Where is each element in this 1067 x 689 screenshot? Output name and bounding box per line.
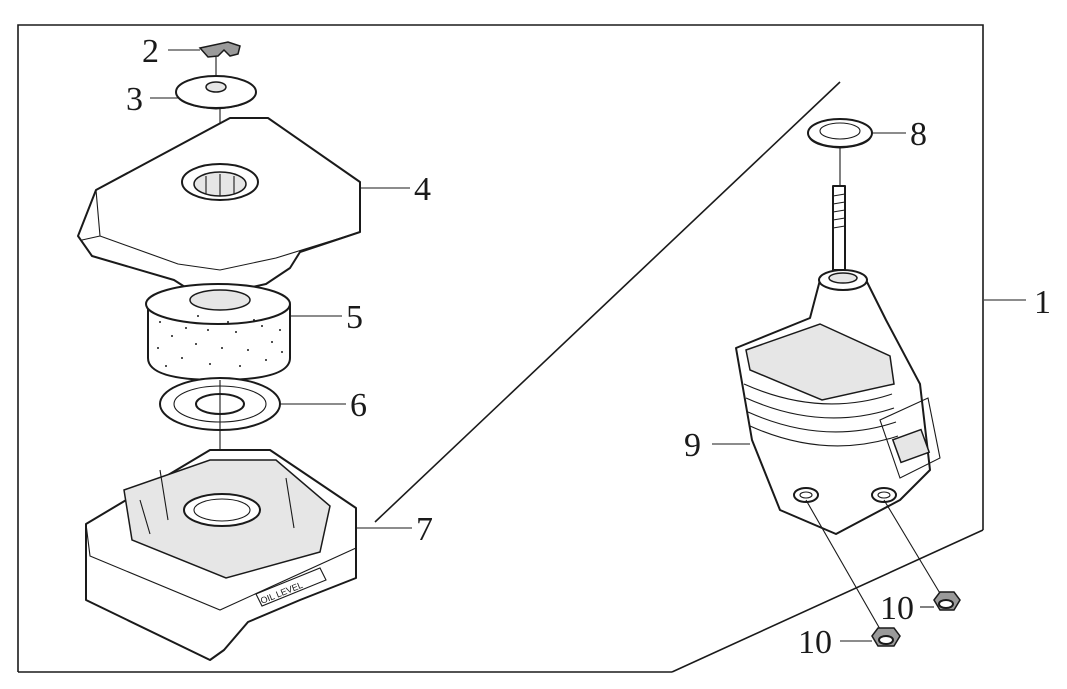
callout-1: 1	[1034, 284, 1051, 321]
leader-lines	[150, 49, 1026, 642]
callout-2: 2	[142, 33, 159, 70]
part-7-cleaner-case: OIL LEVEL	[85, 430, 357, 661]
part-6-filter-grid	[159, 377, 281, 431]
callout-10-lower: 10	[798, 624, 832, 661]
part-9-elbow-base	[735, 147, 941, 535]
callout-3: 3	[126, 81, 143, 118]
part-2-clip	[198, 41, 241, 80]
part-5-foam-element	[145, 283, 291, 381]
callout-4: 4	[414, 171, 431, 208]
callout-7: 7	[416, 511, 433, 548]
part-10-nut-lower	[805, 499, 901, 647]
callout-10-upper: 10	[880, 590, 914, 627]
part-3-wing-nut	[175, 75, 257, 110]
callout-5: 5	[346, 299, 363, 336]
part-4-cleaner-cover	[77, 108, 361, 295]
callout-8: 8	[910, 116, 927, 153]
callout-6: 6	[350, 387, 367, 424]
callout-9: 9	[684, 427, 701, 464]
part-8-seal-ring	[807, 118, 873, 149]
part-10-nut-upper	[883, 499, 961, 611]
frame-outline	[17, 24, 984, 673]
